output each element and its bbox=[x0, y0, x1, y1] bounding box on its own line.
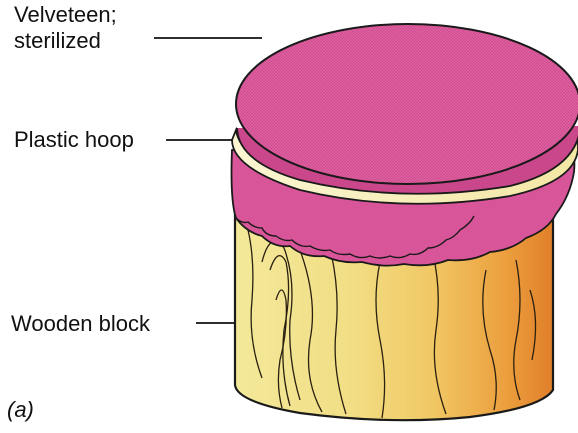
plastic-hoop-label: Plastic hoop bbox=[14, 127, 134, 153]
velveteen-label: Velveteen; sterilized bbox=[14, 2, 117, 54]
wooden-block-label: Wooden block bbox=[11, 311, 150, 337]
velveteen-disc bbox=[236, 24, 578, 194]
velveteen-label-line2: sterilized bbox=[14, 28, 117, 54]
panel-tag: (a) bbox=[7, 397, 34, 423]
velveteen-label-line1: Velveteen; bbox=[14, 2, 117, 28]
